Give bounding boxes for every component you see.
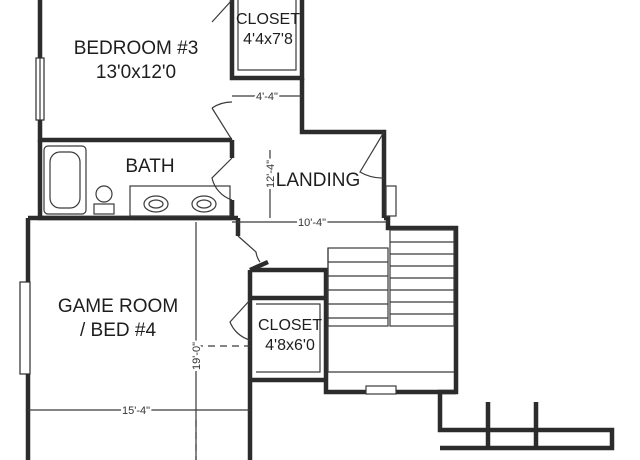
doors <box>211 0 397 341</box>
game-room-window <box>19 281 31 375</box>
bedroom3-size: 13'0x12'0 <box>96 62 176 83</box>
bath-name: BATH <box>125 156 174 177</box>
landing-width-label: 10'-4" <box>298 217 326 229</box>
bedroom3-name: BEDROOM #3 <box>74 38 199 59</box>
game-room-height-label: 19'-0" <box>191 342 203 370</box>
toilet <box>95 185 113 203</box>
closet-lower-size: 4'8x6'0 <box>265 337 315 354</box>
closet-top-size: 4'4x7'8 <box>243 31 293 48</box>
closet-top-name: CLOSET <box>236 11 300 28</box>
bath-fixtures <box>43 145 231 217</box>
game-room-width-label: 15'-4" <box>122 405 150 417</box>
dimension-lines <box>28 95 388 460</box>
walls <box>19 0 615 460</box>
landing-name: LANDING <box>276 170 360 191</box>
game-room-name: GAME ROOM <box>58 296 178 317</box>
vanity-counter <box>129 185 231 217</box>
staircase <box>327 229 455 395</box>
top-hall-width-label: 4'-4" <box>256 91 278 103</box>
closet-lower-name: CLOSET <box>258 317 322 334</box>
landing-height-label: 12'-4" <box>265 160 277 188</box>
game-room-name-line2: / BED #4 <box>80 320 156 341</box>
